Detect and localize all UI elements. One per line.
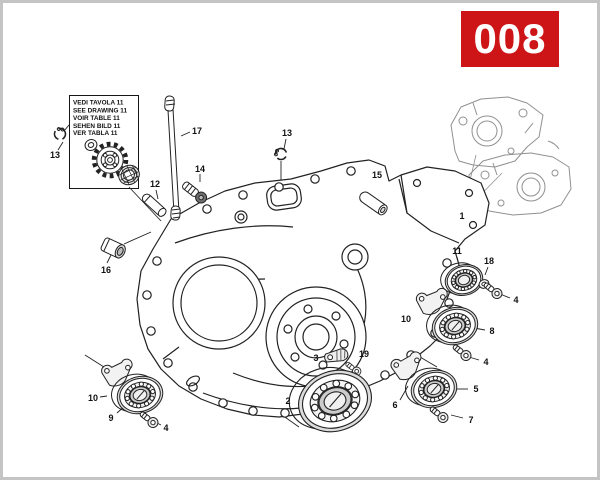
part-label-11: 11 — [452, 246, 462, 256]
part-label-8: 8 — [489, 326, 495, 336]
inset-note-line: VER TABLA 11 — [73, 129, 118, 137]
part-label-6: 6 — [392, 400, 398, 410]
part-label-13: 13 — [281, 128, 293, 138]
part-labels-layer: 13 12 17 14 13 15 16 11 18 4 10 8 4 3 19 5 6 7 2 10 9 4 1 — [3, 3, 597, 477]
part-label-13: 13 — [49, 150, 61, 160]
thumbnail-drawing — [450, 96, 572, 216]
part-label-4: 4 — [513, 295, 519, 305]
part-label-2: 2 — [285, 396, 291, 406]
part-label-18: 18 — [483, 256, 495, 266]
pin-15 — [359, 191, 388, 216]
exploded-diagram-svg — [53, 95, 572, 433]
part-label-1: 1 — [459, 211, 465, 221]
part-label-10: 10 — [87, 393, 99, 403]
part-label-7: 7 — [468, 415, 474, 425]
part-label-17: 17 — [191, 126, 203, 136]
bearing-8 — [426, 304, 479, 346]
bearing-9 — [111, 373, 164, 415]
part-label-19: 19 — [358, 349, 370, 359]
page-number-badge: 008 — [461, 11, 559, 67]
inset-note-line: SEHEN BILD 11 — [73, 122, 121, 130]
part-label-3: 3 — [313, 353, 319, 363]
bearing-11 — [440, 262, 484, 296]
inset-sprocket — [91, 141, 129, 179]
bushing-16 — [100, 237, 126, 259]
inset-note-line: VEDI TAVOLA 11 — [73, 99, 124, 107]
part-label-9: 9 — [108, 413, 114, 423]
circlip-13-right — [274, 147, 288, 161]
part-label-16: 16 — [100, 265, 112, 275]
crankcase-drawing — [136, 159, 490, 418]
part-label-4: 4 — [163, 423, 169, 433]
part-label-10: 10 — [400, 314, 412, 324]
screw-4-middle — [452, 344, 472, 362]
screw-7 — [429, 406, 449, 424]
part-label-15: 15 — [371, 170, 383, 180]
screw-4-bottom-left — [139, 411, 159, 429]
bracket-6 — [390, 351, 422, 381]
inset-sprocket-group — [84, 139, 140, 186]
part-label-12: 12 — [149, 179, 161, 189]
inset-note-line: VOIR TABLE 11 — [73, 114, 120, 122]
inset-roller-cage — [118, 164, 140, 186]
inset-note-line: SEE DRAWING 11 — [73, 106, 128, 114]
part-label-4: 4 — [483, 357, 489, 367]
circlip-13-left — [53, 127, 67, 141]
bearing-5 — [405, 367, 458, 409]
inset-washer — [84, 139, 98, 151]
bracket-10-left — [101, 358, 133, 387]
bearing-2 — [288, 366, 372, 433]
tab-3 — [324, 348, 349, 363]
rod-17 — [164, 95, 181, 221]
part-label-14: 14 — [194, 164, 206, 174]
inset-note-text: VEDI TAVOLA 11 SEE DRAWING 11 VOIR TABLE… — [73, 99, 138, 137]
part-label-5: 5 — [473, 384, 479, 394]
screw-4-top — [483, 282, 503, 300]
screw-14 — [182, 181, 208, 204]
pin-12 — [141, 193, 167, 217]
